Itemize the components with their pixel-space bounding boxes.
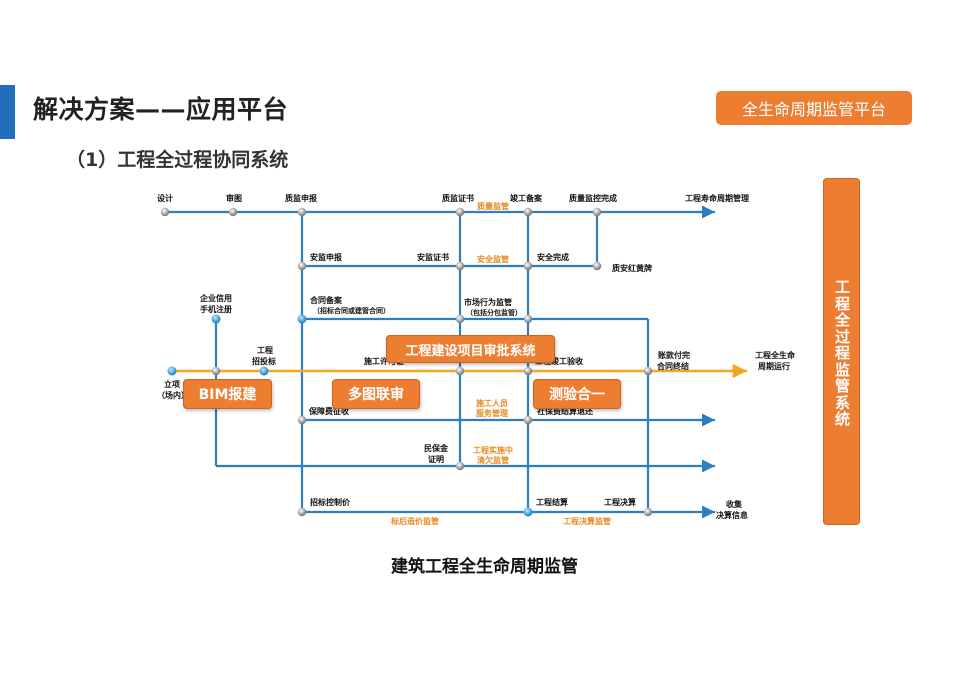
node <box>160 207 170 217</box>
node <box>228 207 238 217</box>
label-payment: 账款付完 <box>657 350 690 360</box>
node <box>523 415 533 425</box>
orange-labels: 质量监管 安全监管 施工人员 服务管理 工程实施中 清欠监管 标后造价监管 工程… <box>390 201 611 526</box>
label-wage: 证明 <box>428 454 444 464</box>
node <box>455 261 465 271</box>
label-completion-check: 工程竣工验收 <box>535 356 583 366</box>
label-safety-supervision: 安全监管 <box>477 254 509 264</box>
label-staff: 施工人员 <box>476 398 508 408</box>
label-wage-supervision: 工程实施中 <box>473 445 513 455</box>
label-settlement: 工程结算 <box>536 497 568 507</box>
label-safety-cert: 安监证书 <box>417 252 449 262</box>
label-wage-supervision: 清欠监管 <box>477 455 509 465</box>
lifecycle-supervision-panel[interactable]: 工程全过程监管系统 <box>823 178 860 525</box>
node <box>455 207 465 217</box>
node <box>297 507 307 517</box>
diagram-caption: 建筑工程全生命周期监管 <box>391 557 578 577</box>
node <box>523 261 533 271</box>
lifecycle-supervision-label: 工程全过程监管系统 <box>834 278 850 428</box>
label-payment: 合同终结 <box>656 361 689 371</box>
node <box>523 507 533 517</box>
label-bid-control: 招标控制价 <box>310 497 351 507</box>
label-construction-permit: 施工许可证 <box>364 356 404 366</box>
label-completion-record: 竣工备案 <box>510 193 543 203</box>
label-staff: 服务管理 <box>476 408 508 418</box>
node <box>643 507 653 517</box>
label-quality-done: 质量监控完成 <box>569 193 617 203</box>
node <box>297 314 307 324</box>
label-wage: 民保金 <box>424 443 449 453</box>
platform-badge[interactable]: 全生命周期监管平台 <box>716 91 912 125</box>
node <box>643 366 653 376</box>
label-operation: 工程全生命 <box>755 350 796 360</box>
node <box>211 366 221 376</box>
label-credit: 企业信用 <box>199 293 232 303</box>
label-quality-supervision: 质量监管 <box>477 201 509 211</box>
label-project: 立项 <box>164 379 180 389</box>
label-quality-report: 质监申报 <box>285 193 317 203</box>
node <box>211 314 221 324</box>
label-social-fee: 社保费结算退还 <box>536 406 594 416</box>
title-accent-bar <box>0 85 15 139</box>
label-safety-done: 安全完成 <box>537 252 569 262</box>
node <box>455 461 465 471</box>
label-final-account: 工程决算 <box>604 497 636 507</box>
node <box>455 314 465 324</box>
label-project: （场内） <box>157 390 189 400</box>
page-title: 解决方案——应用平台 <box>33 95 289 124</box>
black-labels: 设计 审图 质监申报 质监证书 竣工备案 质量监控完成 工程寿命周期管理 安监申… <box>157 193 796 520</box>
node <box>167 366 177 376</box>
node <box>297 415 307 425</box>
approval-system-box[interactable]: 工程建设项目审批系统 <box>386 335 555 363</box>
label-collect: 收集 <box>726 499 743 509</box>
node <box>297 261 307 271</box>
node <box>259 366 269 376</box>
label-contract: （招标合同或建管合同） <box>313 306 390 315</box>
page-subtitle: （1）工程全过程协同系统 <box>66 149 289 171</box>
node <box>523 314 533 324</box>
node <box>592 207 602 217</box>
node <box>455 366 465 376</box>
label-contract: 合同备案 <box>309 295 343 305</box>
node <box>523 366 533 376</box>
label-credit: 手机注册 <box>200 304 232 314</box>
label-post-bid: 标后造价监管 <box>390 516 439 526</box>
bim-box[interactable]: BIM报建 <box>183 379 272 409</box>
label-review: 审图 <box>226 193 242 203</box>
label-market: 市场行为监管 <box>464 297 512 307</box>
nodes <box>160 207 653 517</box>
multi-map-box[interactable]: 多图联审 <box>332 379 420 409</box>
node <box>523 207 533 217</box>
label-safety-report: 安监申报 <box>310 252 342 262</box>
label-bidding: 工程 <box>257 345 273 355</box>
label-quality-cert: 质监证书 <box>442 193 474 203</box>
label-operation: 周期运行 <box>758 361 790 371</box>
node <box>297 207 307 217</box>
node <box>592 261 602 271</box>
label-market: （包括分包监管） <box>466 308 522 317</box>
survey-box[interactable]: 测验合一 <box>533 379 621 409</box>
label-quality-safety-card: 质安红黄牌 <box>612 263 652 273</box>
label-collect: 决算信息 <box>716 510 748 520</box>
label-deposit: 保障费征收 <box>308 406 349 416</box>
label-final-supervision: 工程决算监管 <box>563 516 611 526</box>
label-bidding: 招投标 <box>252 356 276 366</box>
label-design: 设计 <box>157 193 173 203</box>
label-lifecycle-mgmt: 工程寿命周期管理 <box>685 193 749 203</box>
